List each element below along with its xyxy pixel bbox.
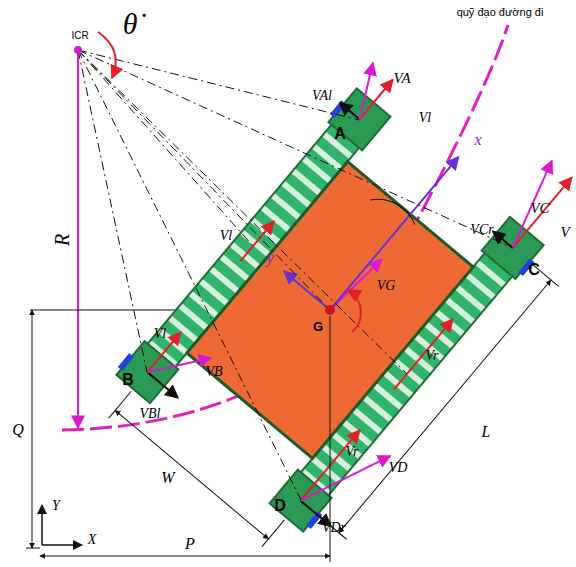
velocity-label: Vr: [346, 445, 359, 459]
dimension-label: W: [161, 470, 174, 486]
icr-point: [74, 46, 82, 54]
radius-arrow: [77, 50, 79, 428]
velocity-label: VAl: [312, 89, 332, 103]
velocity-label: VD: [389, 461, 408, 475]
velocity-label: VC: [530, 201, 549, 216]
robot: [89, 32, 576, 567]
velocity-label: VA: [393, 71, 410, 86]
wheel-label: D: [274, 498, 286, 514]
velocity-label: VCr: [470, 223, 493, 237]
x-axis: [42, 544, 82, 546]
velocity-label: Vl: [220, 229, 232, 243]
rotation-symbol: θ̇: [123, 9, 138, 39]
velocity-label: Vl: [419, 111, 431, 125]
axis-label: x: [474, 132, 481, 148]
icr-label: ICR: [71, 31, 88, 41]
velocity-label: Vl: [154, 327, 166, 341]
contact-mark: [306, 511, 322, 529]
axis-label: X: [88, 533, 97, 547]
dimension-lines: [26, 310, 330, 562]
icr-rays: [78, 50, 513, 500]
contact-mark: [330, 100, 346, 118]
wheel: [116, 341, 178, 403]
wheel-label: A: [334, 126, 346, 142]
wheel-label: C: [528, 262, 540, 278]
wheel-label: B: [122, 372, 134, 388]
radius-label: R: [52, 234, 72, 246]
dimension-label: L: [482, 424, 491, 440]
axis-label: y: [266, 250, 273, 266]
velocity-label: Vr: [426, 349, 439, 363]
trajectory-label: quỹ đạo đường đi: [457, 7, 544, 18]
dimension-label: P: [185, 536, 195, 552]
rotation-arrow: [348, 290, 361, 332]
velocity-label: VB: [205, 365, 222, 379]
velocity-label: VBl: [140, 407, 161, 421]
rotation-arrow: [98, 32, 116, 78]
centre-point: [325, 305, 335, 315]
contact-mark: [118, 353, 134, 371]
velocity-label: V: [560, 225, 569, 240]
y-axis: [41, 505, 43, 545]
dimension-label: Q: [12, 422, 24, 438]
point-label: G: [313, 320, 323, 333]
velocity-label: VG: [377, 279, 396, 293]
axis-label: Y: [52, 499, 60, 513]
velocity-label: VDr: [322, 521, 346, 535]
